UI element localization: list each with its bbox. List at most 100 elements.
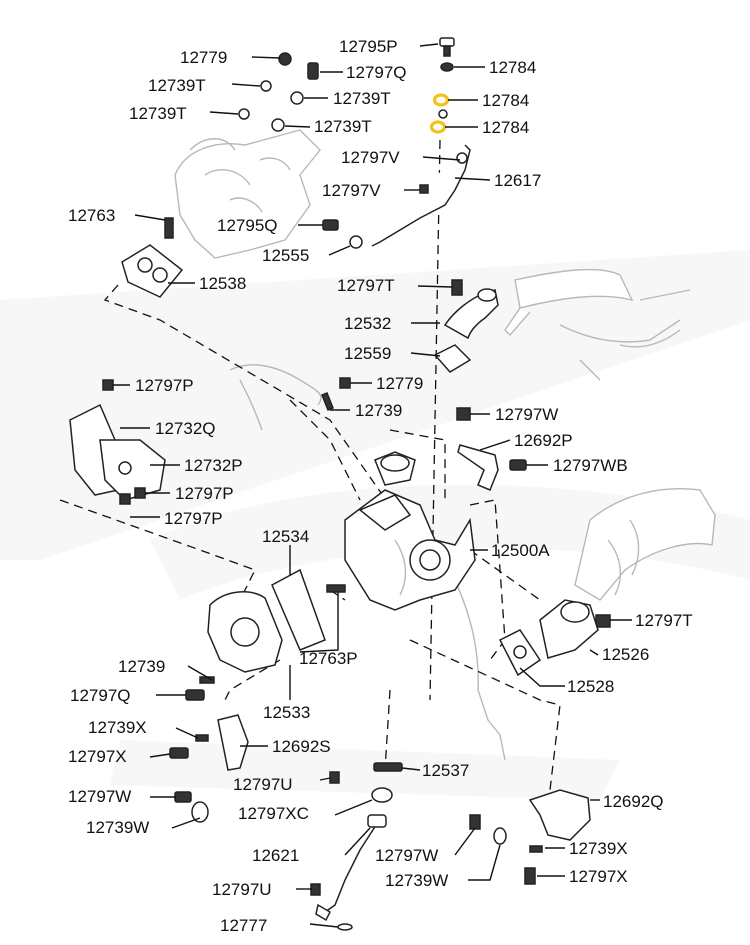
label-12526: 12526 bbox=[602, 645, 649, 664]
nut-12779-top bbox=[278, 52, 292, 66]
label-12528: 12528 bbox=[567, 677, 614, 696]
label-12532: 12532 bbox=[344, 314, 391, 333]
ghost-intake-hose-right bbox=[574, 488, 716, 601]
label-12617: 12617 bbox=[494, 171, 541, 190]
label-12784-top: 12784 bbox=[489, 58, 536, 77]
gasket-12797xc-area bbox=[371, 787, 393, 803]
label-12797p-upper: 12797P bbox=[135, 376, 194, 395]
gasket-12538 bbox=[121, 244, 184, 298]
bolt-12795q bbox=[322, 219, 339, 231]
washer-12739w-right bbox=[493, 827, 507, 845]
label-12777: 12777 bbox=[220, 916, 267, 935]
label-12763p: 12763P bbox=[299, 649, 358, 668]
label-12739w-left: 12739W bbox=[86, 818, 149, 837]
label-12739t-b: 12739T bbox=[129, 104, 187, 123]
stud-12739x-right bbox=[529, 845, 543, 853]
label-12739t-d: 12739T bbox=[314, 117, 372, 136]
bolt-12797q-top bbox=[307, 62, 319, 80]
label-12784-mid: 12784 bbox=[482, 91, 529, 110]
ghost-exhaust-manifold bbox=[174, 129, 321, 259]
bolt-12797x-left bbox=[169, 747, 189, 759]
label-12621: 12621 bbox=[252, 846, 299, 865]
label-12797w-left: 12797W bbox=[68, 787, 131, 806]
gasket-12559 bbox=[433, 344, 472, 373]
washer-12784-top bbox=[440, 62, 454, 72]
washer-12555 bbox=[349, 235, 363, 249]
label-12797u-mid: 12797U bbox=[233, 775, 293, 794]
label-12779-mid: 12779 bbox=[376, 374, 423, 393]
bolt-12797w-right bbox=[469, 814, 481, 830]
bolt-12797t-upper bbox=[451, 279, 463, 296]
label-12739x-left: 12739X bbox=[88, 718, 147, 737]
label-12797x-right: 12797X bbox=[569, 867, 628, 886]
bracket-12692q bbox=[528, 789, 591, 841]
label-12797w-right: 12797W bbox=[375, 846, 438, 865]
label-12555: 12555 bbox=[262, 246, 309, 265]
label-12739-mid: 12739 bbox=[355, 401, 402, 420]
label-12797xc: 12797XC bbox=[238, 804, 309, 823]
label-12797t-right: 12797T bbox=[635, 611, 693, 630]
stud-12739-mid bbox=[321, 392, 334, 411]
label-12692s: 12692S bbox=[272, 737, 331, 756]
ghost-intake-pipe-upper bbox=[504, 268, 691, 381]
label-12537: 12537 bbox=[422, 761, 469, 780]
label-12739w-right: 12739W bbox=[385, 871, 448, 890]
label-12534: 12534 bbox=[262, 527, 309, 546]
stud-12763p bbox=[326, 584, 346, 593]
leader-lines bbox=[113, 43, 632, 928]
label-12779-top: 12779 bbox=[180, 48, 227, 67]
elbow-12532 bbox=[443, 288, 499, 340]
label-12797w-upper: 12797W bbox=[495, 405, 558, 424]
bolt-12797p-a bbox=[134, 487, 146, 499]
fitting-12537 bbox=[373, 762, 403, 772]
label-12797u-low: 12797U bbox=[212, 880, 272, 899]
stud-12763 bbox=[164, 217, 174, 239]
label-12739t-a: 12739T bbox=[148, 76, 206, 95]
label-12692p: 12692P bbox=[514, 431, 573, 450]
bracket-12692s bbox=[217, 714, 249, 771]
label-12797p-a: 12797P bbox=[175, 484, 234, 503]
bolt-12797x-right bbox=[524, 867, 536, 885]
label-12732q: 12732Q bbox=[155, 419, 216, 438]
banjo-bolt-12795p bbox=[439, 37, 455, 57]
oil-return-pipe-12621 bbox=[315, 814, 387, 922]
label-12797q-top: 12797Q bbox=[346, 63, 407, 82]
bracket-12732p bbox=[99, 439, 166, 501]
washer-12739t-d bbox=[271, 118, 285, 132]
washer-12739t-a bbox=[260, 80, 272, 92]
bolt-12797u-low bbox=[310, 883, 321, 896]
bolt-12797p-b bbox=[119, 493, 131, 505]
label-12784-low: 12784 bbox=[482, 118, 529, 137]
banjo-fitting-small bbox=[438, 109, 448, 119]
bolt-12797q-low bbox=[185, 689, 205, 701]
label-12795p: 12795P bbox=[339, 37, 398, 56]
oil-feed-pipe-12617 bbox=[371, 144, 471, 247]
label-12732p: 12732P bbox=[184, 456, 243, 475]
label-12538: 12538 bbox=[199, 274, 246, 293]
bracket-12692p bbox=[457, 444, 499, 491]
label-12795q: 12795Q bbox=[217, 216, 278, 235]
stud-12739x-left bbox=[195, 734, 209, 742]
label-12797p-b: 12797P bbox=[164, 509, 223, 528]
label-12559: 12559 bbox=[344, 344, 391, 363]
label-12797v-a: 12797V bbox=[341, 148, 400, 167]
label-12739t-c: 12739T bbox=[333, 89, 391, 108]
label-12797q-low: 12797Q bbox=[70, 686, 131, 705]
outlet-elbow-12533 bbox=[207, 591, 283, 673]
bolt-12797w-left bbox=[174, 791, 192, 803]
label-12739-low: 12739 bbox=[118, 657, 165, 676]
label-12797t-upper: 12797T bbox=[337, 276, 395, 295]
bolt-12797p-upper bbox=[102, 379, 114, 391]
label-12739x-right: 12739X bbox=[569, 839, 628, 858]
label-12797x-left: 12797X bbox=[68, 747, 127, 766]
gasket-12777 bbox=[337, 923, 353, 931]
flange-12526 bbox=[539, 599, 599, 659]
gasket-12528 bbox=[498, 629, 542, 677]
washer-12784-highlight-2 bbox=[429, 120, 447, 134]
bolt-12797wb bbox=[509, 459, 527, 471]
bolt-12797t-right bbox=[595, 614, 611, 628]
bolt-12797u-mid bbox=[329, 771, 340, 784]
label-12692q: 12692Q bbox=[603, 792, 664, 811]
washer-12739t-c bbox=[290, 91, 304, 105]
